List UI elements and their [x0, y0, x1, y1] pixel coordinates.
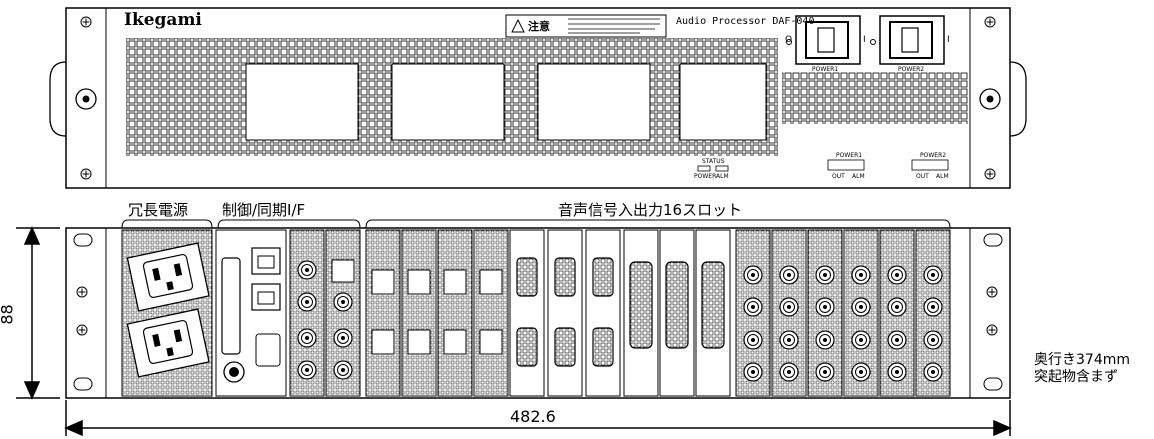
- psu1-alm-label: ALM: [852, 173, 865, 180]
- width-dimension-arrow: [64, 400, 1012, 437]
- front-panel: [49, 7, 1027, 189]
- brand-logo: Ikegami: [124, 10, 202, 30]
- caution-box: [505, 14, 667, 38]
- width-dimension-label: 482.6: [510, 407, 556, 426]
- model-name: Audio Processor DAF-040: [676, 16, 815, 27]
- height-dimension-label: 88: [0, 304, 17, 325]
- psu2-title: POWER2: [920, 152, 947, 159]
- psu2-alm-label: ALM: [936, 173, 949, 180]
- control-sync-module: [215, 229, 287, 397]
- psu-section-label: 冗長電源: [128, 201, 189, 219]
- sync-bnc-modules: [289, 229, 361, 397]
- psu1-title: POWER1: [836, 152, 863, 159]
- front-vent-right: [782, 72, 968, 124]
- power2-label: POWER2: [898, 66, 925, 73]
- power1-label: POWER1: [812, 66, 839, 73]
- rack-knob-left: [75, 88, 97, 110]
- height-dimension-arrow: [16, 226, 60, 400]
- psu1-out-label: OUT: [832, 173, 845, 180]
- status-alm-label: ALM: [716, 173, 729, 180]
- psu-modules: [121, 229, 213, 397]
- psu2-out-label: OUT: [916, 173, 929, 180]
- depth-note-line1: 奥行き374mm: [1034, 352, 1130, 368]
- power1-switch-off-mark: O: [785, 35, 793, 45]
- rear-panel: [65, 227, 1011, 399]
- power2-switch-on-mark: I: [947, 35, 950, 45]
- audio-section-label: 音声信号入出力16スロット: [558, 201, 743, 219]
- depth-note-line2: 突起物含まず: [1034, 369, 1118, 385]
- status-title: STATUS: [702, 158, 725, 165]
- power1-switch-on-mark: I: [863, 35, 866, 45]
- caution-label: 注意: [528, 20, 550, 33]
- section-brackets: [121, 219, 951, 229]
- audio-slots: [365, 229, 951, 397]
- status-power-label: POWER: [694, 173, 717, 180]
- control-section-label: 制御/同期I/F: [222, 201, 306, 219]
- rack-knob-right: [979, 88, 1001, 110]
